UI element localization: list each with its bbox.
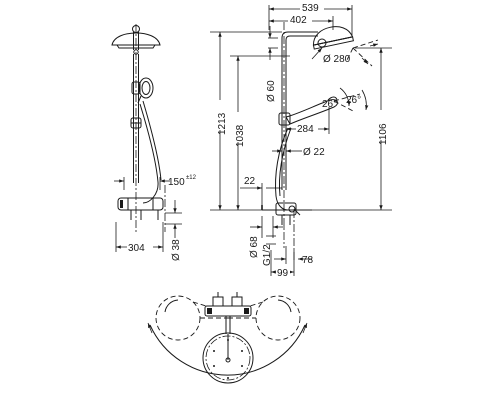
top-left-dashed-circle [155,295,201,341]
front-view [111,24,166,232]
dim-99: 99 [277,268,289,279]
front-dimensions: 150 ±12 304 Ø 38 [114,175,197,261]
dim-g12: G1/2 [262,244,273,266]
dim-1038: 1038 [235,124,246,147]
front-hose [139,103,159,204]
front-hand-shower [137,77,154,104]
dim-402: 402 [290,15,307,26]
top-head-circle [202,332,254,384]
dim-1213: 1213 [217,112,228,135]
dim-539: 539 [302,3,319,14]
side-head-shower [312,26,354,50]
top-mixer [204,292,252,317]
dim-22: 22 [244,176,256,187]
dim-dia-60: Ø 60 [266,80,277,102]
side-overhead-arm [281,31,318,190]
dim-dia-22: Ø 22 [303,147,325,158]
front-head-shower [111,32,161,46]
dim-dia-38: Ø 38 [171,239,182,261]
top-right-dashed-circle [255,295,301,341]
side-dimensions: 539 402 Ø 280 Ø 60 1213 1038 [210,1,392,279]
dim-dia-280: Ø 280 [323,54,351,65]
dim-angle-26-a: 26° [322,99,337,110]
dim-150-tolerance: ±12 [186,175,197,181]
dim-150: 150 [168,177,185,188]
front-thermostat [117,197,164,211]
dim-78: 78 [302,255,314,266]
dim-284: 284 [297,124,314,135]
dim-304: 304 [128,243,145,254]
side-hose [275,127,289,211]
dim-1106: 1106 [378,123,389,145]
dim-dia-68: Ø 68 [249,236,260,258]
top-swing-arc [149,324,306,376]
top-view [147,292,308,384]
dim-angle-26-b: 26° [346,95,361,106]
